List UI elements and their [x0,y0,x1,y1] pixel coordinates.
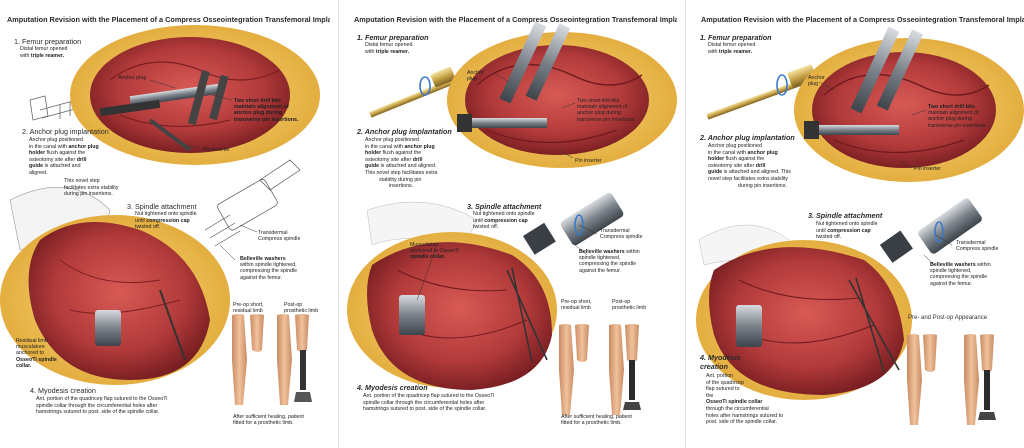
leg-figures [559,324,641,415]
spindle-label: Transdermal Compress spindle [258,230,301,243]
step3-desc: Nut tightened onto spindle until compres… [473,211,535,231]
pin-inserter-label: Pin inserter [914,166,941,172]
leg-figures [907,334,996,425]
spindle-collar [95,310,121,346]
panel-color-a: Amputation Revision with the Placement o… [347,0,677,448]
appearance-label: Pre- and Post-op Appearance [908,315,988,321]
step3-heading: 3. Spindle attachment [467,202,542,211]
muscle-stump-bottom [28,222,211,380]
spindle-collar [736,305,762,347]
musculature-label: Musculature anchored to OsseoTi spindle … [410,242,459,261]
residual-limb-note: Residual limb musculature anchored to Os… [16,338,57,369]
step1-desc: Distal femur opened with triple reamer. [365,42,413,55]
panel-sketch: Amputation Revision with the Placement o… [0,0,330,448]
step3-desc: Nut tightened onto spindle until compres… [135,211,197,231]
triple-reamer [369,66,456,118]
panel-divider [338,0,339,448]
panel-color-b: Amputation Revision with the Placement o… [694,0,1024,448]
washers-note: Belleville washers within spindle tighte… [579,249,640,274]
step4-desc: Ant. portion of the quadricep flap sutur… [363,393,495,413]
washers-note: Belleville washers within spindle tighte… [930,262,991,287]
step2-heading: 2. Anchor plug implantation [22,127,109,136]
spindle-sketch [204,159,301,247]
step4-heading: 4. Myodesis creation [700,353,741,371]
panel-title: Amputation Revision with the Placement o… [7,15,330,24]
muscle-stump-bottom [709,247,904,395]
postop-label: Post-op prosthetic limb [612,299,647,312]
step2-desc: Anchor plug positioned in the canal with… [29,137,99,176]
step1-heading: 1. Femur preparation [14,37,82,46]
pin-inserter-label: Pin inserter [575,158,602,164]
healing-note: After sufficient healing, patient fitted… [233,414,304,427]
step3-heading: 3. Spindle attachment [808,211,883,220]
step3-heading: 3. Spindle attachment [127,202,197,211]
step2-desc: Anchor plug positioned in the canal with… [365,137,438,190]
step4-desc: Ant. portion of the quadricep flap sutur… [706,373,784,426]
spindle-label: Transdermal Compress spindle [956,240,999,253]
step2-heading: 2. Anchor plug implantation [357,127,452,136]
drill-bits-note: Two short drill bits maintain alignment … [577,98,636,123]
step3-desc: Nut tightened onto spindle until compres… [816,221,878,241]
step1-desc: Distal femur opened with triple reamer. [708,42,756,55]
drill-bits-note: Two short drill bits maintain alignment … [234,98,299,123]
anchor-plug-label: Anchor plug [808,75,825,88]
panel-title: Amputation Revision with the Placement o… [701,15,1024,24]
surgical-illustration [696,26,1024,425]
step1-heading: 1. Femur preparation [700,33,772,42]
leg-figures [232,314,312,405]
step4-desc: Ant. portion of the quadricep flap sutur… [36,396,168,416]
anchor-plug-holder [457,21,571,132]
step4-heading: 4. Myodesis creation [357,383,428,392]
surgical-illustration [347,21,677,415]
step4-heading: 4. Myodesis creation [30,386,96,395]
spindle-label: Transdermal Compress spindle [600,228,643,241]
step1-heading: 1. Femur preparation [357,33,429,42]
novel-step-note: This novel step facilitates extra stabil… [64,178,119,198]
step2-heading: 2. Anchor plug implantation [700,133,795,142]
preop-label: Pre-op short, residual limb [233,302,264,315]
step1-desc: Distal femur opened with triple reamer. [20,46,68,59]
healing-note: After sufficient healing, patient fitted… [561,414,632,427]
muscle-stump-top [812,52,996,168]
spindle-attachment [522,192,624,255]
spindle-attachment [879,198,982,263]
preop-label: Pre-op short, residual limb [561,299,592,312]
anchor-plug-holder-sketch [99,69,229,126]
spindle-collar [399,295,425,335]
postop-label: Post-op prosthetic limb [284,302,319,315]
panel-title: Amputation Revision with the Placement o… [354,15,677,24]
step2-desc: Anchor plug positioned in the canal with… [708,143,791,189]
panel-divider [685,0,686,448]
anchor-plug-holder [804,26,924,139]
anchor-plug-label: Anchor plug [118,75,147,81]
muscle-stump-bottom [367,242,552,390]
drill-bits-note: Two short drill bits maintain alignment … [928,104,987,129]
pin-inserter-label: Pin inserter [203,147,230,153]
washers-note: Belleville washers within spindle tighte… [240,256,298,281]
surgical-illustration [0,25,320,405]
anchor-plug-label: Anchor plug [467,70,484,83]
